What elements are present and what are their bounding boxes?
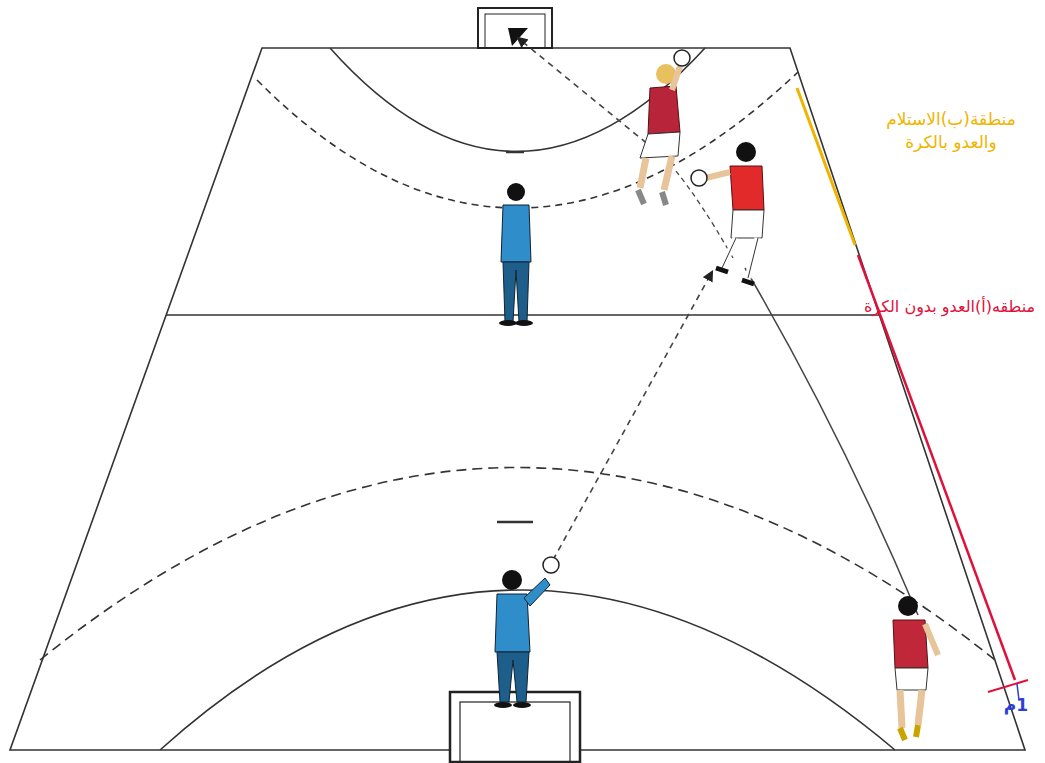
dimension-label: 1م <box>992 694 1040 717</box>
zone-b-bar <box>797 88 855 245</box>
shot-line <box>518 38 655 150</box>
zone-a-tick <box>988 680 1028 692</box>
player-figure <box>893 596 938 740</box>
coach-figure <box>494 557 559 708</box>
zone-label: منطقة(ب)الاستلام والعدو بالكرة <box>862 108 1040 154</box>
run-line <box>675 170 733 258</box>
coach-figure <box>499 183 533 326</box>
zone-label: منطقه(أ)العدو بدون الكرة <box>858 296 1041 318</box>
seven-meter-mark <box>506 151 524 154</box>
player-figure <box>691 142 764 284</box>
goal <box>478 8 552 48</box>
free-throw-line <box>40 468 995 661</box>
player-figure <box>638 50 690 205</box>
run-line <box>745 268 918 615</box>
free-throw-line <box>257 72 798 208</box>
zone-a-bar <box>858 255 1015 680</box>
goal <box>450 692 580 762</box>
pass-line <box>553 272 712 560</box>
court-outline <box>10 48 1025 750</box>
seven-meter-mark <box>497 521 533 524</box>
